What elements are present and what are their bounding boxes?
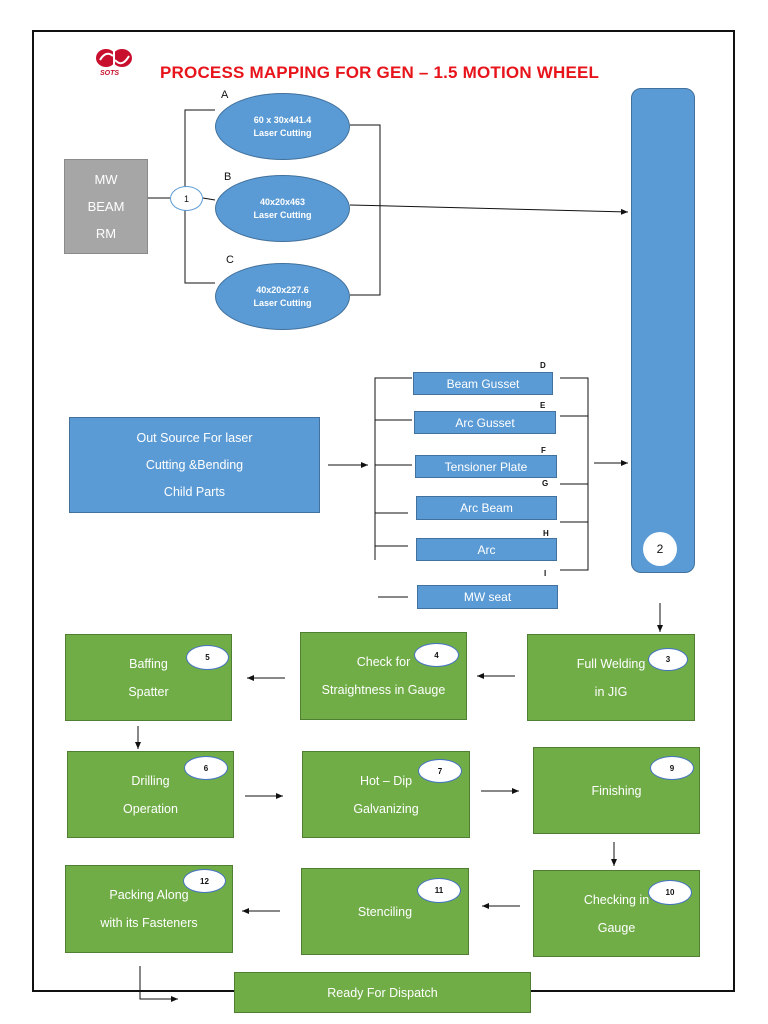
step-7-line1: Hot – Dip [359,773,413,788]
step-10-line2: Gauge [597,920,636,935]
step-7-number: 7 [418,759,462,783]
cutting-a-ellipse: 60 x 30x441.4 Laser Cutting [215,93,350,160]
cutting-a-process: Laser Cutting [253,127,312,138]
cutting-b-process: Laser Cutting [253,209,312,220]
child-g-letter: G [542,479,549,488]
step-4-number: 4 [414,643,459,667]
raw-material-line2: BEAM [87,199,125,214]
step-5-line1: Baffing [129,656,168,671]
page-title: PROCESS MAPPING FOR GEN – 1.5 MOTION WHE… [160,63,600,82]
step-9-line1: Finishing [591,783,642,798]
step-2-circle: 2 [643,532,677,566]
child-d-letter: D [540,361,546,370]
child-part-arc-beam: Arc Beam [416,496,557,520]
child-part-mw-seat: MW seat [417,585,558,609]
child-e-letter: E [540,401,546,410]
step-6-line2: Operation [123,801,178,816]
step-9-number: 9 [650,756,694,780]
assembly-pillar [631,88,695,573]
step-3-line1: Full Welding [576,656,646,671]
cutting-a-letter: A [221,89,229,101]
child-part-tensioner-plate: Tensioner Plate [415,455,557,478]
step-4-line1: Check for [356,655,411,669]
step-3-number: 3 [648,648,688,671]
cutting-b-letter: B [224,171,232,183]
step-1-circle: 1 [170,186,203,211]
logo-text: SOTS [100,70,120,77]
step-5-line2: Spatter [128,684,169,699]
step-12-line1: Packing Along [109,888,189,902]
ready-for-dispatch-box: Ready For Dispatch [234,972,531,1013]
step-10-number: 10 [648,880,692,905]
cutting-b-ellipse: 40x20x463 Laser Cutting [215,175,350,242]
cutting-b-size: 40x20x463 [259,196,306,207]
raw-material-box: MW BEAM RM [64,159,148,254]
outsource-box: Out Source For laser Cutting &Bending Ch… [69,417,320,513]
child-i-letter: I [544,569,547,578]
cutting-c-ellipse: 40x20x227.6 Laser Cutting [215,263,350,330]
step-7-line2: Galvanizing [353,801,419,816]
cutting-a-size: 60 x 30x441.4 [253,114,312,125]
step-11-line1: Stenciling [357,904,413,919]
step-6-number: 6 [184,756,228,780]
child-part-arc: Arc [416,538,557,561]
step-3-line2: in JIG [594,684,628,699]
step-4-line2: Straightness in Gauge [321,683,446,697]
raw-material-line3: RM [95,226,117,241]
step-11-number: 11 [417,878,461,903]
child-part-beam-gusset: Beam Gusset [413,372,553,395]
cutting-c-letter: C [226,254,234,266]
child-part-arc-gusset: Arc Gusset [414,411,556,434]
step-10-line1: Checking in [583,892,650,907]
outsource-line2: Cutting &Bending [145,458,244,472]
outsource-line1: Out Source For laser [136,431,253,445]
step-6-line1: Drilling [131,773,170,788]
child-h-letter: H [543,529,549,538]
outsource-line3: Child Parts [163,485,226,499]
step-12-line2: with its Fasteners [100,916,198,930]
cutting-c-process: Laser Cutting [253,297,312,308]
step-12-number: 12 [183,869,226,893]
step-5-number: 5 [186,645,229,670]
raw-material-line1: MW [94,172,118,187]
child-f-letter: F [541,446,546,455]
sots-logo-icon [96,48,132,68]
step-4-box: Check for Straightness in Gauge [300,632,467,720]
cutting-c-size: 40x20x227.6 [256,284,309,295]
